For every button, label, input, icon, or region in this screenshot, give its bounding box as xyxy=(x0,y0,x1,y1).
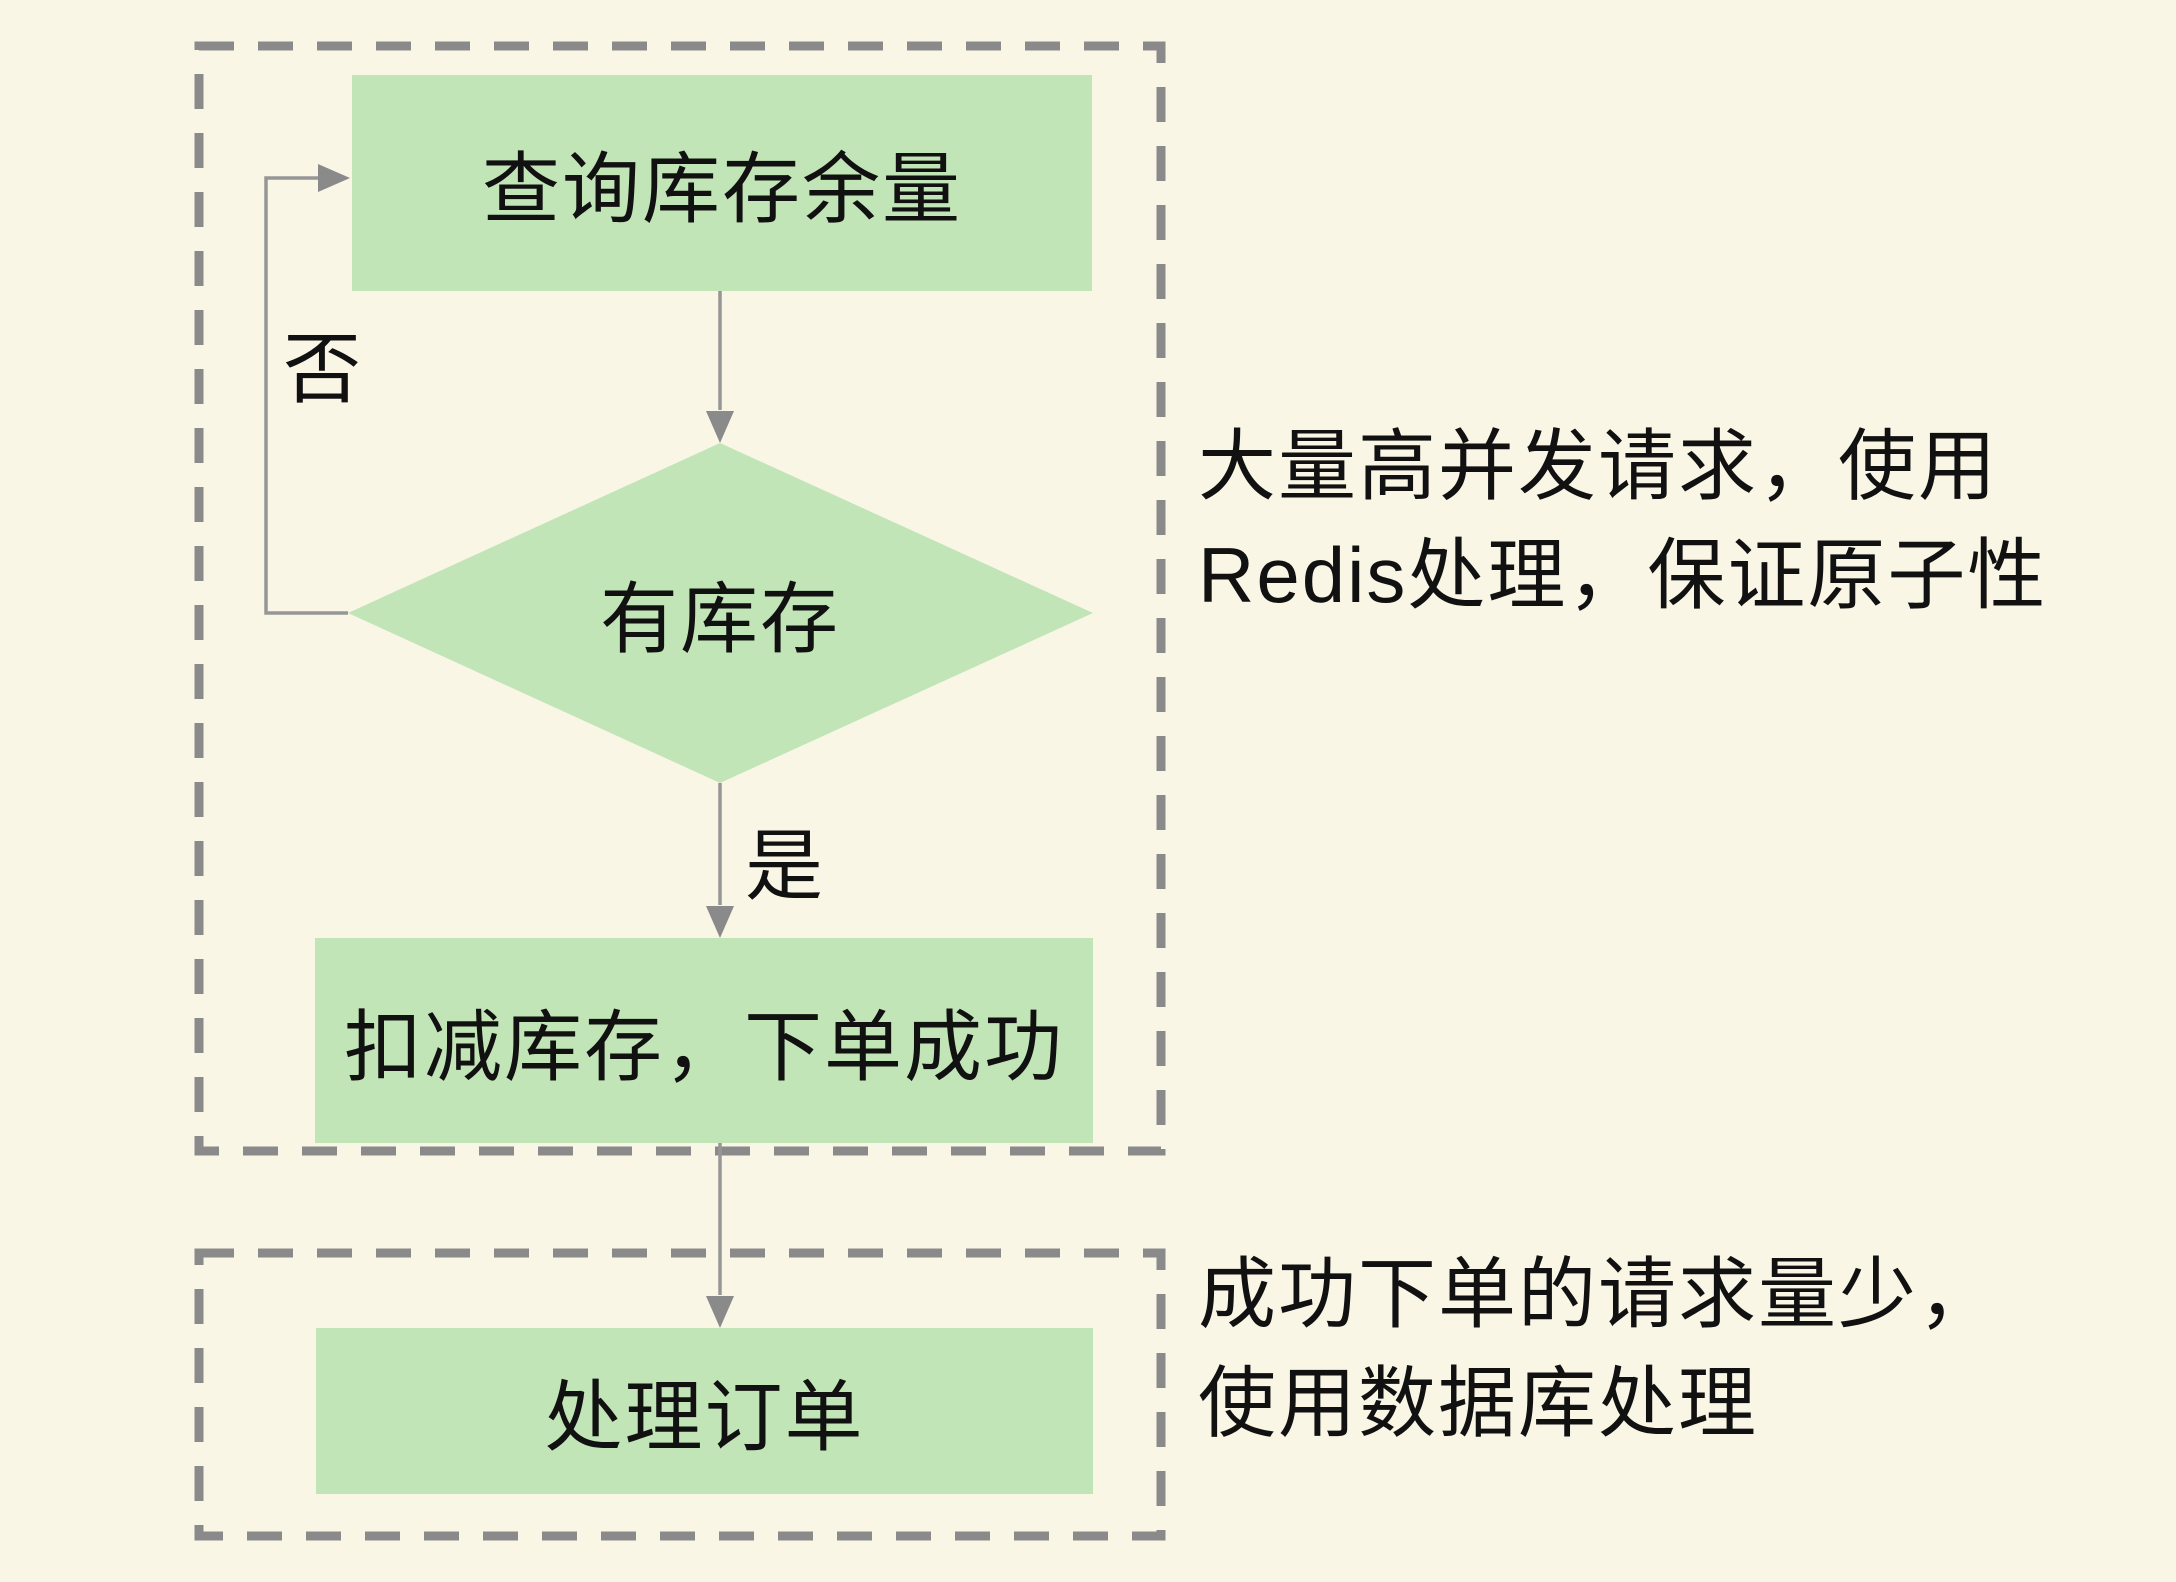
phase1-annotation-line2: Redis处理，保证原子性 xyxy=(1198,531,2048,620)
deduct-stock-label: 扣减库存，下单成功 xyxy=(343,1002,1064,1091)
decision-diamond-label: 有库存 xyxy=(599,575,840,663)
phase2-annotation-line1: 成功下单的请求量少， xyxy=(1198,1250,1999,1338)
phase1-annotation: 大量高并发请求，使用 Redis处理，保证原子性 xyxy=(1198,412,2047,630)
arrow-query-to-decision-head xyxy=(706,411,734,443)
arrow-decision-to-deduct xyxy=(706,783,734,938)
arrow-deduct-to-process xyxy=(706,1143,734,1328)
edge-label-no: 否 xyxy=(282,325,363,413)
phase2-annotation: 成功下单的请求量少， 使用数据库处理 xyxy=(1198,1240,1998,1458)
arrow-query-to-decision xyxy=(706,291,734,443)
arrow-decision-to-deduct-head xyxy=(706,906,734,938)
process-order-node xyxy=(316,1328,1093,1494)
phase1-dashed-container xyxy=(194,41,1166,1156)
process-order-label: 处理订单 xyxy=(544,1373,865,1461)
deduct-stock-node xyxy=(315,938,1093,1143)
decision-diamond-node xyxy=(348,443,1093,783)
no-loop-connector-line xyxy=(264,176,348,615)
no-loop-connector xyxy=(264,164,350,615)
no-loop-connector-head xyxy=(318,164,350,192)
phase1-annotation-line1: 大量高并发请求，使用 xyxy=(1198,422,1999,510)
query-stock-label: 查询库存余量 xyxy=(481,145,962,233)
phase2-annotation-line2: 使用数据库处理 xyxy=(1198,1359,1759,1448)
arrow-deduct-to-process-head xyxy=(706,1296,734,1328)
phase2-dashed-container xyxy=(194,1248,1166,1541)
edge-label-yes: 是 xyxy=(744,822,825,910)
query-stock-node xyxy=(352,75,1092,291)
